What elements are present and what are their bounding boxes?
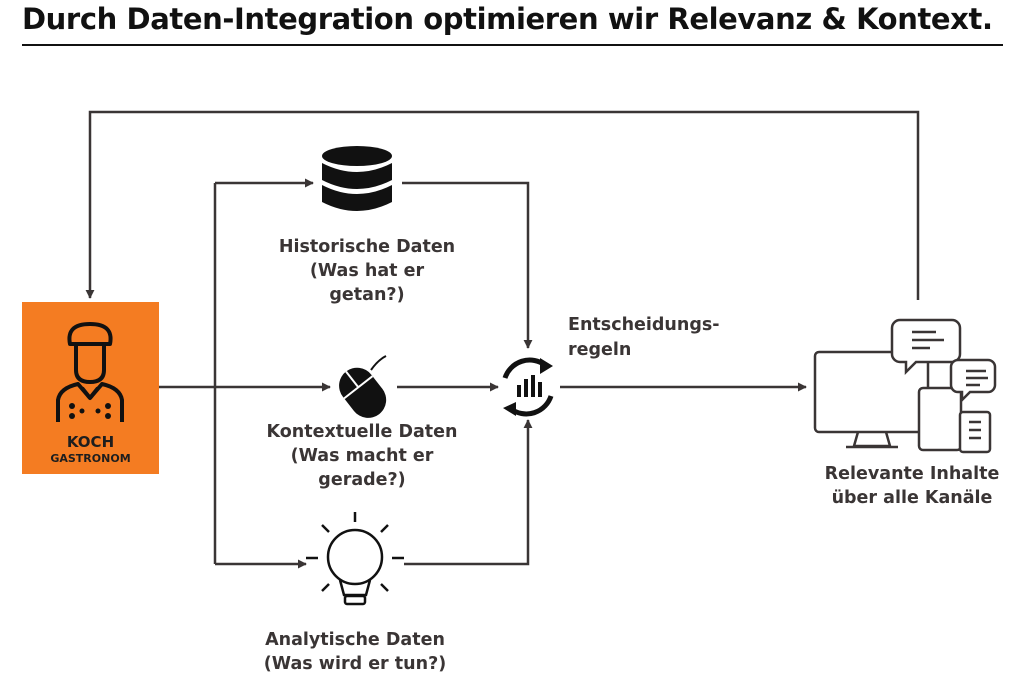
persona-title: KOCH [66,433,115,451]
title-underline [22,44,1003,46]
chef-icon [56,322,124,422]
historisch-label: Historische Daten (Was hat er getan?) [260,235,474,307]
kontextuell-label-line: Kontextuelle Daten [266,422,458,442]
output-label: Relevante Inhalte über alle Kanäle [806,462,1018,510]
kontextuell-label: Kontextuelle Daten (Was macht er gerade?… [247,420,477,492]
decision-cycle-icon [502,357,554,417]
analytisch-label: Analytische Daten (Was wird er tun?) [245,628,465,676]
analytisch-label-line: (Was wird er tun?) [263,654,447,674]
analytisch-label-line: Analytische Daten [265,630,445,650]
analytisch-to-decision-arrow [404,419,533,566]
historisch-label-line: (Was hat er [309,261,425,281]
decision-label: Entscheidungs- regeln [568,313,720,363]
historisch-to-decision-arrow [402,181,533,349]
output-label-line: Relevante Inhalte [824,464,1000,484]
database-icon [322,146,392,211]
kontextuell-label-line: gerade?) [318,470,406,490]
mouse-icon [339,355,387,418]
kontextuell-label-line: (Was macht er [290,446,434,466]
page-title: Durch Daten-Integration optimieren wir R… [22,2,993,36]
devices-chat-icon [813,318,997,454]
output-label-line: über alle Kanäle [831,488,993,508]
lightbulb-icon [306,512,404,606]
decision-label-line: Entscheidungs- [568,315,720,335]
historisch-label-line: getan?) [329,285,405,305]
persona-subtitle: GASTRONOM [50,452,131,465]
persona-box: KOCH GASTRONOM [22,302,159,474]
feedback-connector [85,110,920,300]
decision-label-line: regeln [568,340,632,360]
historisch-label-line: Historische Daten [278,237,456,257]
